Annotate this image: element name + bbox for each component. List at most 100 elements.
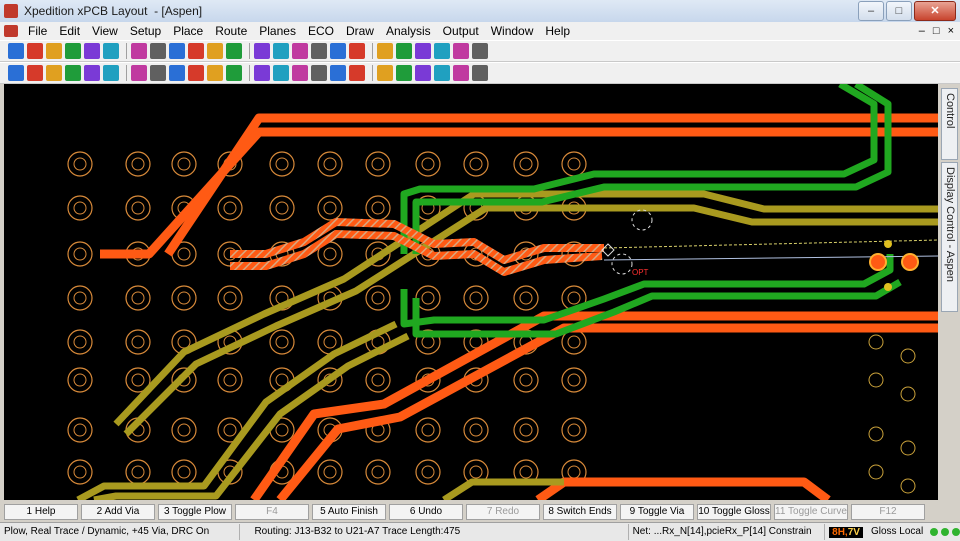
menu-planes[interactable]: Planes [259, 24, 296, 38]
mdi-restore-button[interactable]: □ [932, 25, 940, 37]
menu-draw[interactable]: Draw [345, 24, 374, 38]
unlock-icon[interactable] [434, 43, 450, 59]
pad-ring[interactable] [415, 151, 441, 177]
connector-pad[interactable] [868, 426, 884, 442]
pcb-canvas[interactable]: OPT [4, 84, 938, 500]
menu-eco[interactable]: ECO [307, 24, 334, 38]
orange-trace[interactable] [100, 127, 938, 259]
text-icon[interactable] [226, 65, 242, 81]
mdi-close-button[interactable]: × [947, 25, 954, 37]
cross-probe-icon[interactable] [311, 65, 327, 81]
pad-icon[interactable] [292, 65, 308, 81]
pad-ring[interactable] [217, 367, 243, 393]
pad-ring[interactable] [125, 285, 151, 311]
pad-ring[interactable] [269, 195, 295, 221]
probe-icon[interactable] [311, 43, 327, 59]
via-icon[interactable] [377, 43, 393, 59]
highlighted-pad[interactable] [869, 253, 887, 271]
orange-trace[interactable] [164, 113, 938, 257]
pad-ring[interactable] [67, 459, 93, 485]
tab-editor-control[interactable]: Editor Control [941, 88, 960, 160]
via[interactable] [884, 240, 892, 248]
pad-ring[interactable] [125, 367, 151, 393]
menu-file[interactable]: File [28, 24, 48, 38]
route-icon[interactable] [349, 43, 365, 59]
pad-ring[interactable] [217, 285, 243, 311]
pad-ring[interactable] [513, 151, 539, 177]
pad-ring[interactable] [415, 329, 441, 355]
pad-ring[interactable] [365, 241, 391, 267]
fkey-button[interactable]: 5 Auto Finish [312, 503, 386, 520]
pad-ring[interactable] [415, 459, 441, 485]
pad-ring[interactable] [365, 459, 391, 485]
plane-icon[interactable] [396, 43, 412, 59]
green-trace[interactable] [412, 278, 902, 338]
document-icon[interactable] [4, 25, 18, 37]
properties-icon[interactable] [103, 65, 119, 81]
cross-icon[interactable] [292, 43, 308, 59]
menu-setup[interactable]: Setup [129, 24, 162, 38]
part-icon[interactable] [273, 65, 289, 81]
flip-icon[interactable] [188, 43, 204, 59]
pin-icon[interactable] [453, 43, 469, 59]
glossing-icon[interactable] [84, 65, 100, 81]
save-icon[interactable] [8, 43, 24, 59]
pad-ring[interactable] [171, 417, 197, 443]
active-diff-pair[interactable] [230, 218, 604, 276]
tune-icon[interactable] [65, 65, 81, 81]
pad-ring[interactable] [317, 367, 343, 393]
pad-ring[interactable] [269, 329, 295, 355]
highlighted-pad[interactable] [901, 253, 919, 271]
pad-ring[interactable] [365, 151, 391, 177]
check-icon[interactable] [434, 65, 450, 81]
pad-ring[interactable] [217, 151, 243, 177]
keepout-icon[interactable] [150, 65, 166, 81]
pair-icon[interactable] [349, 65, 365, 81]
menu-help[interactable]: Help [545, 24, 571, 38]
menu-window[interactable]: Window [490, 24, 534, 38]
connector-pad[interactable] [868, 464, 884, 480]
fkey-button[interactable]: 9 Toggle Via [620, 503, 694, 520]
pad-ring[interactable] [67, 367, 93, 393]
pad-ring[interactable] [67, 285, 93, 311]
constraint-icon[interactable] [169, 65, 185, 81]
measure-icon[interactable] [207, 43, 223, 59]
pad-ring[interactable] [269, 151, 295, 177]
net-color-icon[interactable] [330, 43, 346, 59]
pad-ring[interactable] [415, 417, 441, 443]
lock-icon[interactable] [415, 43, 431, 59]
pad-ring[interactable] [171, 151, 197, 177]
select-icon[interactable] [131, 43, 147, 59]
fit-icon[interactable] [273, 43, 289, 59]
close-button[interactable]: ✕ [914, 1, 956, 21]
connector-pad[interactable] [868, 372, 884, 388]
pad-ring[interactable] [67, 195, 93, 221]
net-icon[interactable] [131, 65, 147, 81]
orange-trace[interactable] [276, 323, 938, 500]
orange-trace[interactable] [250, 311, 938, 500]
via[interactable] [884, 283, 892, 291]
yellow-trace[interactable] [113, 190, 938, 427]
move-icon[interactable] [150, 43, 166, 59]
hatched-trace[interactable] [230, 218, 604, 264]
mdi-minimize-button[interactable]: – [918, 25, 925, 37]
pad-ring[interactable] [67, 151, 93, 177]
pad-ring[interactable] [513, 417, 539, 443]
pad-ring[interactable] [67, 417, 93, 443]
copy-icon[interactable] [84, 43, 100, 59]
pad-ring[interactable] [317, 151, 343, 177]
fkey-button[interactable]: 8 Switch Ends [543, 503, 617, 520]
pad-ring[interactable] [125, 195, 151, 221]
fkey-button[interactable]: 1 Help [4, 503, 78, 520]
minimize-button[interactable]: – [858, 1, 884, 21]
display-icon[interactable] [472, 65, 488, 81]
fkey-button[interactable]: 10 Toggle Gloss [697, 503, 771, 520]
tab-display-control[interactable]: Display Control - Aspen [941, 162, 958, 312]
report-icon[interactable] [188, 65, 204, 81]
connector-pad[interactable] [900, 386, 916, 402]
pad-ring[interactable] [171, 367, 197, 393]
green-trace[interactable] [412, 84, 892, 254]
find-icon[interactable] [396, 65, 412, 81]
pad-ring[interactable] [463, 151, 489, 177]
connector-pad[interactable] [900, 440, 916, 456]
